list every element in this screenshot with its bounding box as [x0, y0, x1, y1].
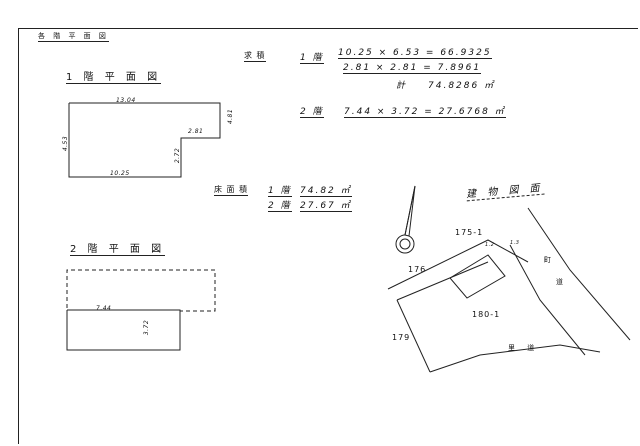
lot-label-175-1: 175-1 [455, 228, 484, 237]
lower-road-label: 里 道 [508, 344, 540, 352]
site-boundary-upper [387, 239, 529, 290]
area-floor2-eq: 7.44 × 3.72 = 27.6768 ㎡ [344, 104, 506, 118]
area-calc-label: 求 積 [244, 51, 266, 62]
floor1-top-dim: 13.04 [116, 97, 136, 104]
floor2-width-dim: 7.44 [96, 305, 112, 312]
offset-dim-2: 1.3 [510, 240, 520, 246]
lot-label-176: 176 [408, 265, 427, 274]
offset-dim-1: 1.2 [485, 242, 495, 248]
area-sum-value: 74.8286 ㎡ [428, 81, 496, 91]
area-floor1-eq1: 10.25 × 6.53 = 66.9325 [338, 48, 492, 59]
lower-road-edge [429, 344, 601, 373]
sheet-title: 各 階 平 面 図 [38, 32, 109, 42]
area-floor2-label: 2 階 [300, 104, 324, 118]
lot-label-180-1: 180-1 [472, 310, 501, 319]
floor1-outline [68, 102, 221, 178]
floor-area-f1-label: 1 階 [268, 183, 292, 197]
floor2-outline-lower [66, 309, 181, 351]
sheet-border [18, 28, 638, 444]
road-edge-right [527, 207, 631, 341]
road-edge-inner [509, 244, 586, 356]
site-boundary-mid [396, 261, 489, 301]
floor-area-f2-label: 2 階 [268, 198, 292, 212]
road-label-1: 町 [544, 256, 552, 264]
floor-area-label: 床 面 積 [214, 185, 249, 196]
lot-label-179: 179 [392, 333, 411, 342]
road-label-2: 道 [556, 278, 564, 286]
area-sum-label: 計 [396, 81, 408, 91]
site-boundary-left [396, 299, 431, 373]
floor2-outline-upper [66, 269, 216, 350]
floor-area-f2-value: 27.67 ㎡ [300, 198, 352, 212]
floor-area-f1-value: 74.82 ㎡ [300, 183, 352, 197]
floor1-plan-label: 1 階 平 面 図 [66, 68, 162, 84]
building-footprint [449, 254, 506, 299]
floor2-plan-label: 2 階 平 面 図 [70, 240, 166, 256]
floor1-bottom-dim: 10.25 [110, 170, 130, 177]
floor1-step-width: 2.81 [188, 128, 204, 135]
area-floor1-eq2: 2.81 × 2.81 = 7.8961 [343, 63, 482, 74]
area-floor1-label: 1 階 [300, 50, 324, 64]
north-arrow-circle [395, 234, 415, 254]
